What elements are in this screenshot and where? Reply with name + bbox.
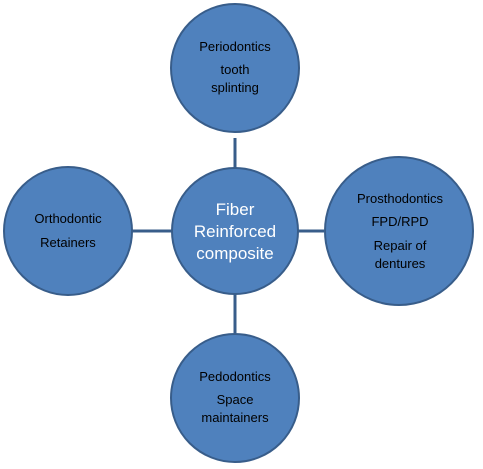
- center-circle: [171, 167, 299, 295]
- node-right-line-4: dentures: [375, 256, 426, 271]
- node-left-circle: [3, 166, 133, 296]
- node-bottom-circle: [170, 333, 300, 463]
- node-right-circle: [324, 156, 474, 306]
- node-bottom-line-1: Pedodontics: [199, 369, 271, 384]
- node-bottom-line-3: maintainers: [201, 410, 269, 425]
- center-line-3: composite: [196, 244, 273, 263]
- node-right-line-1: Prosthodontics: [357, 191, 443, 206]
- node-bottom-line-2: Space: [217, 392, 254, 407]
- center-line-1: Fiber: [216, 200, 255, 219]
- node-top-circle: [170, 3, 300, 133]
- node-left-line-1: Orthodontic: [34, 211, 102, 226]
- center-line-2: Reinforced: [194, 222, 276, 241]
- node-top-line-3: splinting: [211, 80, 259, 95]
- node-right-line-3: Repair of: [374, 238, 427, 253]
- node-top-line-1: Periodontics: [199, 39, 271, 54]
- node-left-line-2: Retainers: [40, 235, 96, 250]
- node-right-line-2: FPD/RPD: [371, 214, 428, 229]
- node-top-line-2: tooth: [221, 62, 250, 77]
